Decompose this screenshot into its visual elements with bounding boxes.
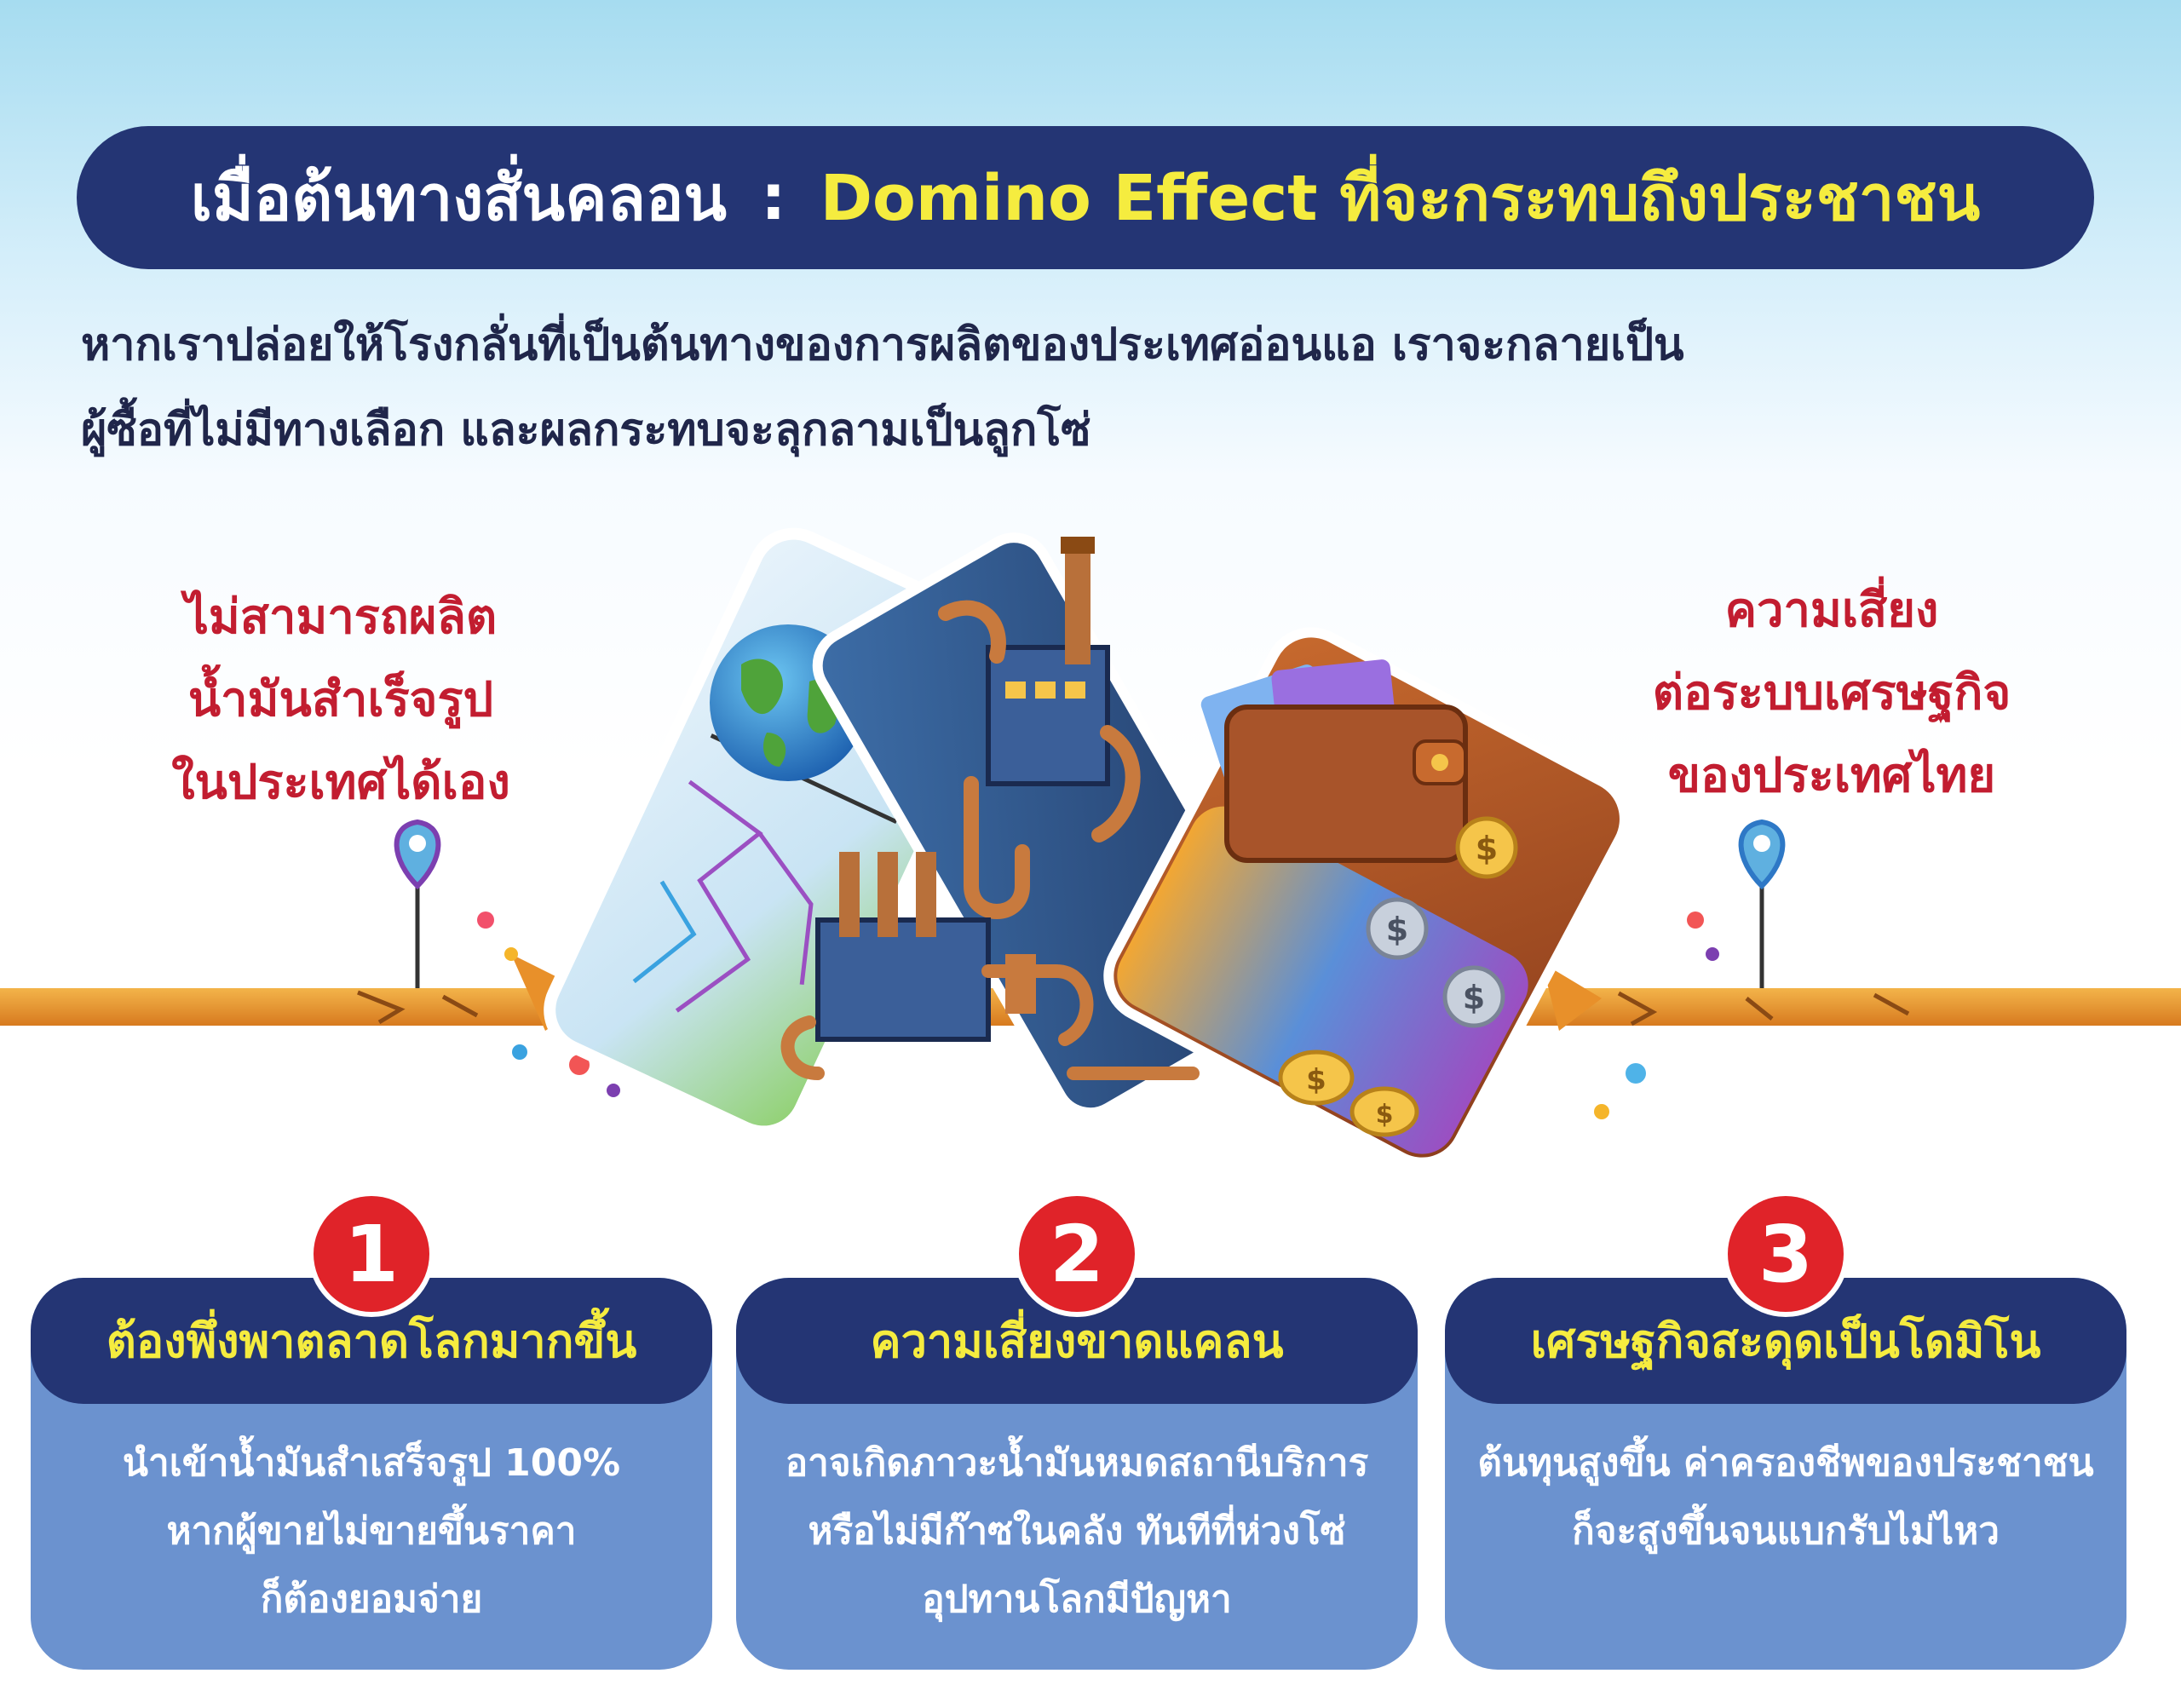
left-label-line-2: น้ำมันสำเร็จรูป <box>187 672 494 727</box>
number-badge-2: 2 <box>1019 1196 1135 1312</box>
left-label-line-3: ในประเทศได้เอง <box>171 755 510 810</box>
right-label-line-2: ต่อระบบเศรษฐกิจ <box>1652 665 2011 721</box>
card-body: อาจเกิดภาวะน้ำมันหมดสถานีบริการ หรือไม่ม… <box>736 1404 1418 1634</box>
card-line: หากผู้ขายไม่ขายขึ้นราคา <box>166 1510 577 1553</box>
coin-symbol: $ <box>1306 1063 1326 1097</box>
card-line: นำเข้าน้ำมันสำเสร็จรูป 100% <box>122 1441 621 1485</box>
card-heading: เศรษฐกิจสะดุดเป็นโดมิโน <box>1445 1278 2126 1404</box>
number-badge-1: 1 <box>314 1196 429 1312</box>
coin-icon: $ <box>1349 1086 1419 1137</box>
info-card-3: เศรษฐกิจสะดุดเป็นโดมิโน ต้นทุนสูงขึ้น ค่… <box>1445 1278 2126 1670</box>
left-label-line-1: ไม่สามารถผลิต <box>184 589 498 645</box>
title-banner: เมื่อต้นทางสั่นคลอน : Domino Effect ที่จ… <box>77 126 2094 269</box>
coin-icon: $ <box>1442 965 1505 1028</box>
intro-line-2: ผู้ซื้อที่ไม่มีทางเลือก และผลกระทบจะลุกล… <box>81 405 1091 456</box>
card-body: ต้นทุนสูงขึ้น ค่าครองชีพของประชาชน ก็จะส… <box>1445 1404 2126 1566</box>
intro-paragraph: หากเราปล่อยให้โรงกลั่นที่เป็นต้นทางของกา… <box>81 302 2040 473</box>
coin-icon: $ <box>1366 897 1429 960</box>
card-line: อาจเกิดภาวะน้ำมันหมดสถานีบริการ <box>785 1441 1369 1485</box>
coin-symbol: $ <box>1463 979 1485 1016</box>
info-card-2: ความเสี่ยงขาดแคลน อาจเกิดภาวะน้ำมันหมดสถ… <box>736 1278 1418 1670</box>
right-label: ความเสี่ยง ต่อระบบเศรษฐกิจ ของประเทศไทย <box>1602 569 2062 817</box>
intro-line-1: หากเราปล่อยให้โรงกลั่นที่เป็นต้นทางของกา… <box>81 319 1684 371</box>
wallet-icon <box>1200 659 1468 863</box>
coin-symbol: $ <box>1386 911 1408 948</box>
coin-symbol: $ <box>1376 1100 1394 1130</box>
card-body: นำเข้าน้ำมันสำเสร็จรูป 100% หากผู้ขายไม่… <box>31 1404 712 1634</box>
card-line: หรือไม่มีก๊าซในคลัง ทันทีที่ห่วงโซ่ <box>808 1510 1346 1553</box>
card-line: อุปทานโลกมีปัญหา <box>922 1578 1232 1621</box>
number-badge-3: 3 <box>1728 1196 1844 1312</box>
coin-symbol: $ <box>1476 830 1498 867</box>
title-part-2: Domino Effect ที่จะกระทบถึงประชาชน <box>820 162 1981 235</box>
title-part-1: เมื่อต้นทางสั่นคลอน <box>190 162 728 235</box>
map-pin-icon <box>1738 819 1786 988</box>
right-label-line-1: ความเสี่ยง <box>1724 583 1939 638</box>
map-pin-icon <box>394 819 441 988</box>
card-line: ก็ต้องยอมจ่าย <box>260 1578 483 1621</box>
domino-illustration: $ $ $ $ $ <box>0 527 2181 1159</box>
coin-icon: $ <box>1278 1050 1355 1106</box>
right-label-line-3: ของประเทศไทย <box>1667 748 1996 803</box>
left-label: ไม่สามารถผลิต น้ำมันสำเร็จรูป ในประเทศได… <box>128 576 554 824</box>
card-line: ต้นทุนสูงขึ้น ค่าครองชีพของประชาชน <box>1477 1441 2094 1485</box>
factory-icon <box>780 537 1200 1080</box>
info-card-1: ต้องพึ่งพาตลาดโลกมากขึ้น นำเข้าน้ำมันสำเ… <box>31 1278 712 1670</box>
paint-splashes <box>477 912 1719 1119</box>
title-separator: : <box>761 161 786 234</box>
coin-icon: $ <box>1455 816 1518 879</box>
card-line: ก็จะสูงขึ้นจนแบกรับไม่ไหว <box>1572 1510 2000 1553</box>
